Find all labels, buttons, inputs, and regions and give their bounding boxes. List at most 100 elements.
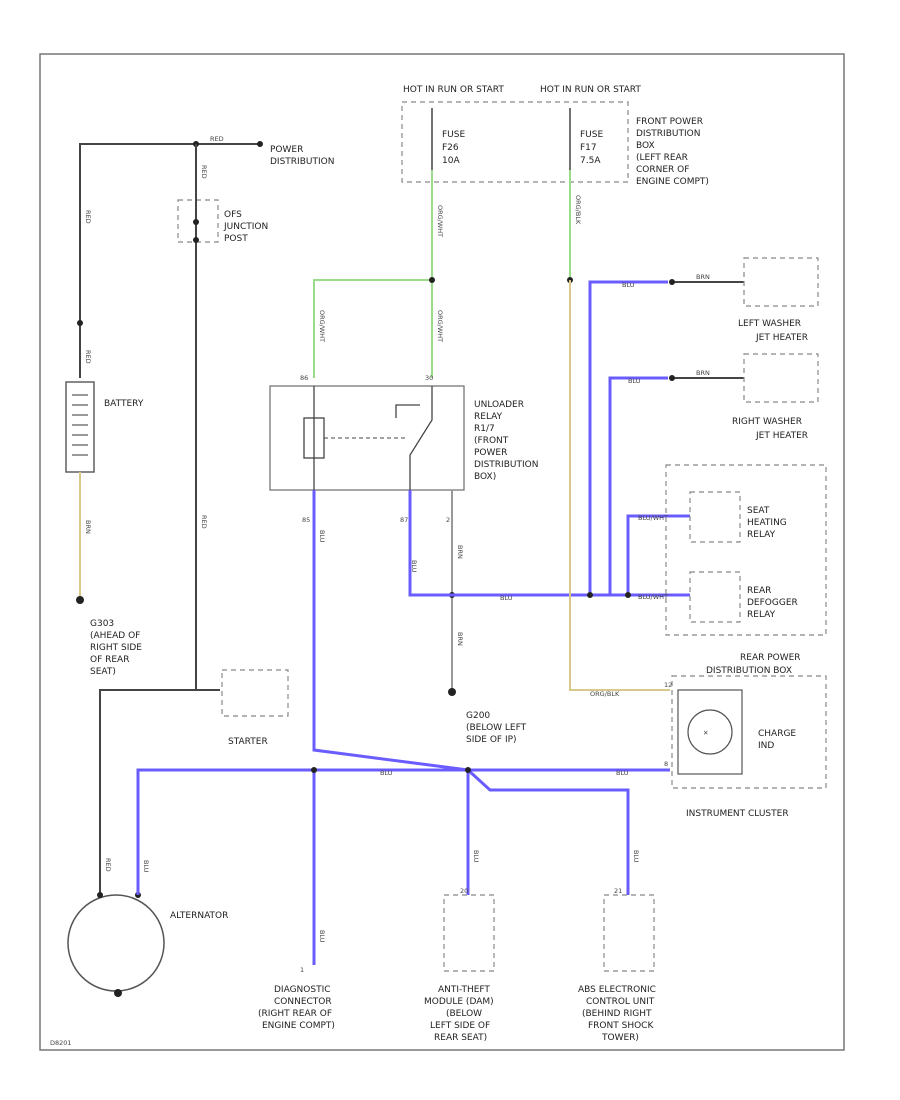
pin-diag: 1 xyxy=(300,966,304,974)
relay-switch xyxy=(409,386,433,490)
battery-positive-wire xyxy=(79,143,196,378)
wire-label-blu-relay: BLU xyxy=(500,594,513,602)
pin-20: 20 xyxy=(460,887,468,895)
diagram-border xyxy=(39,53,845,1051)
pin-86: 86 xyxy=(300,374,308,382)
power-distribution-label-2: DISTRIBUTION xyxy=(270,157,334,167)
seat-relay-label-2: HEATING xyxy=(747,518,787,528)
right-washer-jet-heater xyxy=(743,353,819,403)
wire-label-red-junction: RED xyxy=(200,165,208,179)
defog-relay-label-1: REAR xyxy=(747,586,771,596)
wire-label-blu-bus: BLU xyxy=(380,769,393,777)
front-pdb-text-5: CORNER OF xyxy=(636,165,689,175)
front-pdb-text-2: DISTRIBUTION xyxy=(636,129,700,139)
fuse-1-label: FUSE xyxy=(442,130,465,140)
power-distribution-label-1: POWER xyxy=(270,145,303,155)
front-pdb-text-4: (LEFT REAR xyxy=(636,153,688,163)
defog-relay-label-3: RELAY xyxy=(747,610,776,620)
battery-label: BATTERY xyxy=(104,399,144,409)
wire-label-blu-cluster: BLU xyxy=(616,769,629,777)
front-power-distribution-box xyxy=(401,101,629,183)
pin-87: 87 xyxy=(400,516,408,524)
left-washer-jet-heater xyxy=(743,257,819,307)
front-pdb-text-3: BOX xyxy=(636,141,655,151)
wire-label-fuse1: ORG/WHT xyxy=(436,205,444,237)
antitheft-label-2: MODULE (DAM) xyxy=(424,997,494,1007)
junction-label-1: OFS xyxy=(224,210,242,220)
wire-label-blu-85: BLU xyxy=(318,530,326,543)
fuse-1-rating: 10A xyxy=(442,156,460,166)
wire-label-blu-left-washer: BLU xyxy=(622,281,635,289)
wire-label-red-top: RED xyxy=(210,135,224,143)
battery-cells xyxy=(72,394,88,456)
wire-label-fuse2: ORG/BLK xyxy=(574,195,582,225)
pin-85: 85 xyxy=(302,516,310,524)
charge-label-2: IND xyxy=(758,741,774,751)
blue-charge-bus-wire xyxy=(136,768,670,895)
charge-indicator-housing xyxy=(677,689,743,775)
alternator-label: ALTERNATOR xyxy=(170,911,228,921)
yellow-charge-feed-wire xyxy=(569,280,670,691)
wire-label-brn-g200: BRN xyxy=(456,545,464,559)
green-feed-wire xyxy=(313,279,433,378)
anti-theft-module xyxy=(443,894,495,972)
blue-seat-relay-wire xyxy=(626,514,690,595)
starter-label: STARTER xyxy=(228,737,268,747)
pin-8: 8 xyxy=(664,760,668,768)
wire-label-red-starter: RED xyxy=(200,515,208,529)
junction-label-2: JUNCTION xyxy=(223,222,268,232)
front-pdb-text-6: ENGINE COMPT) xyxy=(636,177,709,187)
alternator xyxy=(67,894,165,992)
wire-label-brn-g200-2: BRN xyxy=(456,632,464,646)
abs-label-1: ABS ELECTRONIC xyxy=(578,985,656,995)
unloader-label-1: UNLOADER xyxy=(474,400,524,410)
rear-defogger-relay xyxy=(689,571,741,623)
ground-left-label-2: (AHEAD OF xyxy=(90,631,140,641)
hot-run-label-1: HOT IN RUN OR START xyxy=(403,85,504,95)
right-washer-label-1: RIGHT WASHER xyxy=(732,417,802,427)
front-pdb-text-1: FRONT POWER xyxy=(636,117,703,127)
charge-label-1: CHARGE xyxy=(758,729,796,739)
unloader-label-2: RELAY xyxy=(474,412,503,422)
ground-left-label-4: OF REAR xyxy=(90,655,129,665)
pin-21: 21 xyxy=(614,887,622,895)
relay-group xyxy=(665,464,827,636)
charge-indicator-lamp xyxy=(687,709,733,755)
abs-label-5: TOWER) xyxy=(601,1033,639,1043)
abs-control-unit xyxy=(603,894,655,972)
blue-relay-85-wire xyxy=(312,490,469,772)
wire-label-blu-alternator: BLU xyxy=(142,860,150,873)
left-washer-label-1: LEFT WASHER xyxy=(738,319,801,329)
unloader-label-4: (FRONT xyxy=(474,436,509,446)
diag-label-1: DIAGNOSTIC xyxy=(274,985,331,995)
left-washer-label-2: JET HEATER xyxy=(755,333,808,343)
antitheft-label-3: (BELOW xyxy=(446,1009,482,1019)
seat-heating-relay xyxy=(689,491,741,543)
blue-abs-wire xyxy=(466,768,630,895)
starter xyxy=(221,669,289,717)
antitheft-label-1: ANTI-THEFT xyxy=(438,985,490,995)
ground-left-label-1: G303 xyxy=(90,619,114,629)
wire-label-red-left: RED xyxy=(84,210,92,224)
wire-label-blu-defog: BLU/WHT xyxy=(638,593,668,601)
pin-12: 12 xyxy=(664,681,672,689)
antitheft-label-5: REAR SEAT) xyxy=(434,1033,487,1043)
pin-30: 30 xyxy=(425,374,433,382)
unloader-relay xyxy=(269,385,465,491)
instrument-cluster-label: INSTRUMENT CLUSTER xyxy=(686,809,789,819)
rear-pdb-label-2: DISTRIBUTION BOX xyxy=(706,666,792,676)
fuse-2-number: F17 xyxy=(580,143,597,153)
unloader-label-6: DISTRIBUTION xyxy=(474,460,538,470)
ground-left-label-5: SEAT) xyxy=(90,667,116,677)
junction-label-3: POST xyxy=(224,234,248,244)
diag-label-3: (RIGHT REAR OF xyxy=(258,1009,332,1019)
footer-code: D8201 xyxy=(50,1039,72,1047)
right-washer-label-2: JET HEATER xyxy=(755,431,808,441)
pin-2: 2 xyxy=(446,516,450,524)
unloader-label-7: BOX) xyxy=(474,472,496,482)
rear-pdb-label-1: REAR POWER xyxy=(740,653,801,663)
wire-label-blu-antitheft: BLU xyxy=(472,850,480,863)
fuse-2-rating: 7.5A xyxy=(580,156,601,166)
wire-label-blu-abs: BLU xyxy=(632,850,640,863)
